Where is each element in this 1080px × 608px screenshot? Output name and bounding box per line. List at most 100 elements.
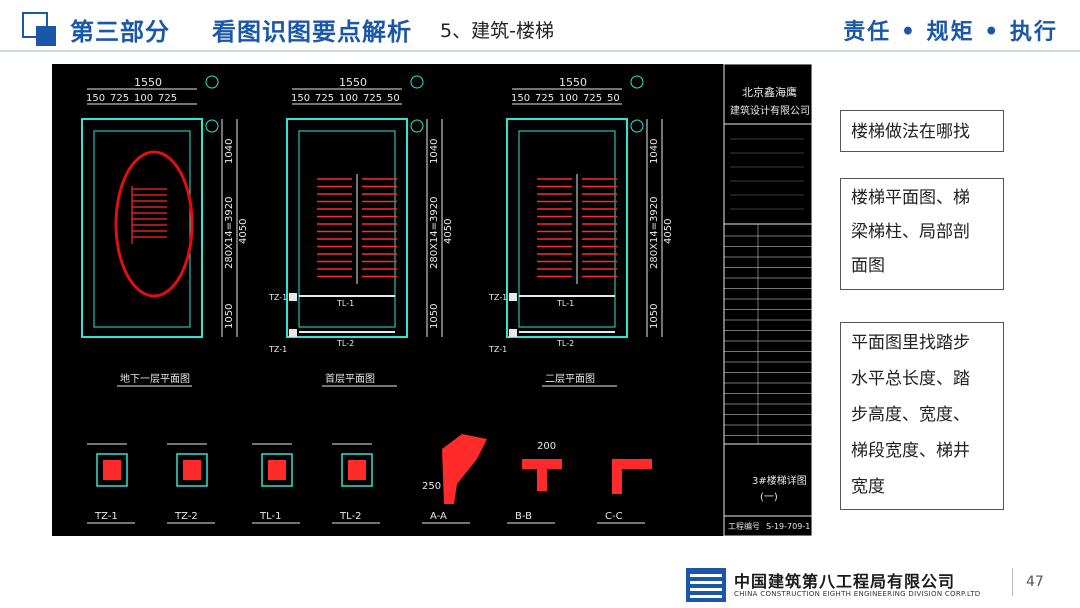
plan-top-dimension: 1550 bbox=[339, 76, 367, 89]
plan-label: 地下一层平面图 bbox=[120, 372, 190, 385]
plan-label: 二层平面图 bbox=[545, 373, 595, 385]
plan-side-dimension: 4050 bbox=[238, 219, 249, 244]
grid-bubble bbox=[630, 119, 644, 133]
beam-label: TZ-1 bbox=[268, 293, 287, 302]
header-logo-icon bbox=[22, 12, 58, 46]
section-detail-4: TL-2 bbox=[332, 443, 380, 524]
plan-sub-dimension: 100 bbox=[134, 93, 153, 104]
footer-company-en: CHINA CONSTRUCTION EIGHTH ENGINEERING DI… bbox=[734, 590, 981, 598]
plan-top-dimension: 1550 bbox=[559, 76, 587, 89]
section-label: A-A bbox=[430, 511, 447, 522]
answer-line: 平面图里找踏步 bbox=[851, 333, 970, 353]
plan-sub-dimension: 725 bbox=[363, 93, 382, 104]
section-outline bbox=[341, 453, 373, 487]
plan-side-dimension: 1040 bbox=[429, 139, 440, 164]
beam-label: TL-2 bbox=[336, 339, 354, 348]
plan-sub-dimension: 100 bbox=[339, 93, 358, 104]
plan-sub-dimension: 50 bbox=[607, 93, 620, 104]
answer-line: 面图 bbox=[851, 256, 885, 276]
grid-bubble bbox=[410, 75, 424, 89]
section-hatch bbox=[183, 460, 201, 480]
motto: 责任 • 规矩 • 执行 bbox=[843, 19, 1058, 45]
stair-inner-outline bbox=[93, 130, 191, 328]
plan-sub-dimension: 100 bbox=[559, 93, 578, 104]
answer-line: 宽度 bbox=[851, 477, 885, 497]
section-label: C-C bbox=[605, 511, 623, 522]
section-hatch bbox=[268, 460, 286, 480]
stair-wall-outline bbox=[506, 118, 628, 338]
title-block-company: 建筑设计有限公司 bbox=[730, 104, 810, 117]
plan-side-dimension: 280X14=3920 bbox=[224, 197, 235, 270]
plan-sub-dimension: 150 bbox=[291, 93, 310, 104]
grid-bubble bbox=[205, 119, 219, 133]
section-label: TZ-2 bbox=[174, 511, 198, 522]
section-label: TL-1 bbox=[259, 511, 281, 522]
section-dimension: 200 bbox=[537, 441, 556, 452]
section-hatch bbox=[537, 469, 547, 491]
footer-company-cn: 中国建筑第八工程局有限公司 bbox=[734, 572, 956, 591]
section-hatch bbox=[103, 460, 121, 480]
title-block-company: 北京鑫海鹰 bbox=[742, 85, 797, 99]
plan-sub-dimension: 150 bbox=[511, 93, 530, 104]
stair-column bbox=[509, 293, 517, 301]
title-block-sheet-no-label: 工程编号 bbox=[728, 521, 760, 531]
section-detail-2: TZ-2 bbox=[167, 443, 215, 524]
beam-label: TL-2 bbox=[556, 339, 574, 348]
plan-side-dimension: 1050 bbox=[429, 304, 440, 329]
section-label: TL-2 bbox=[339, 511, 361, 522]
slide-header: 第三部分 看图识图要点解析 5、建筑-楼梯 责任 • 规矩 • 执行 bbox=[0, 0, 1080, 58]
grid-bubble bbox=[205, 75, 219, 89]
title-block-frame bbox=[723, 64, 812, 536]
section-hatch bbox=[522, 459, 562, 469]
subtopic-title: 5、建筑-楼梯 bbox=[440, 20, 554, 42]
highlight-circle bbox=[114, 150, 194, 298]
plan-sub-dimension: 725 bbox=[315, 93, 334, 104]
plan-side-dimension: 280X14=3920 bbox=[429, 197, 440, 270]
grid-bubble bbox=[410, 119, 424, 133]
plan-side-dimension: 280X14=3920 bbox=[649, 197, 660, 270]
section-detail-7: C-C bbox=[597, 459, 652, 524]
plan-sub-dimension: 725 bbox=[583, 93, 602, 104]
page-number: 47 bbox=[1026, 574, 1044, 590]
section-detail-3: TL-1 bbox=[252, 443, 300, 524]
plan-side-dimension: 1050 bbox=[649, 304, 660, 329]
stair-wall-outline bbox=[81, 118, 203, 338]
answer-line: 步高度、宽度、 bbox=[851, 405, 970, 425]
grid-bubble bbox=[630, 75, 644, 89]
answer-line: 梯段宽度、梯井 bbox=[851, 441, 970, 461]
footer-divider bbox=[1012, 568, 1013, 596]
section-hatch bbox=[348, 460, 366, 480]
plan-side-dimension: 1050 bbox=[224, 304, 235, 329]
section-hatch bbox=[612, 469, 622, 494]
section-hatch bbox=[612, 459, 652, 469]
stair-inner-outline bbox=[518, 130, 616, 328]
answer-line: 楼梯平面图、梯 bbox=[851, 188, 970, 208]
beam-label: TZ-1 bbox=[488, 293, 507, 302]
plan-side-dimension: 4050 bbox=[443, 219, 454, 244]
plan-sub-dimension: 725 bbox=[158, 93, 177, 104]
beam-label: TZ-1 bbox=[488, 345, 507, 354]
section-dimension: 250 bbox=[422, 481, 441, 492]
stair-column bbox=[289, 329, 297, 337]
plan-sub-dimension: 725 bbox=[535, 93, 554, 104]
plan-top-dimension: 1550 bbox=[134, 76, 162, 89]
answer-box-drawings: 楼梯平面图、梯 梁梯柱、局部剖 面图 bbox=[840, 178, 1004, 290]
plan-sub-dimension: 50 bbox=[387, 93, 400, 104]
stair-inner-outline bbox=[298, 130, 396, 328]
section-label: B-B bbox=[515, 511, 532, 522]
section-detail-1: TZ-1 bbox=[87, 443, 135, 524]
stair-wall-outline bbox=[286, 118, 408, 338]
section-outline bbox=[96, 453, 128, 487]
answer-line: 梁梯柱、局部剖 bbox=[851, 222, 970, 242]
answer-box-dimensions: 平面图里找踏步 水平总长度、踏 步高度、宽度、 梯段宽度、梯井 宽度 bbox=[840, 322, 1004, 510]
plan-side-dimension: 1040 bbox=[649, 139, 660, 164]
question-box-where: 楼梯做法在哪找 bbox=[840, 110, 1004, 152]
title-block-sheet-sub: (一) bbox=[760, 492, 778, 503]
beam-label: TL-1 bbox=[556, 299, 574, 308]
